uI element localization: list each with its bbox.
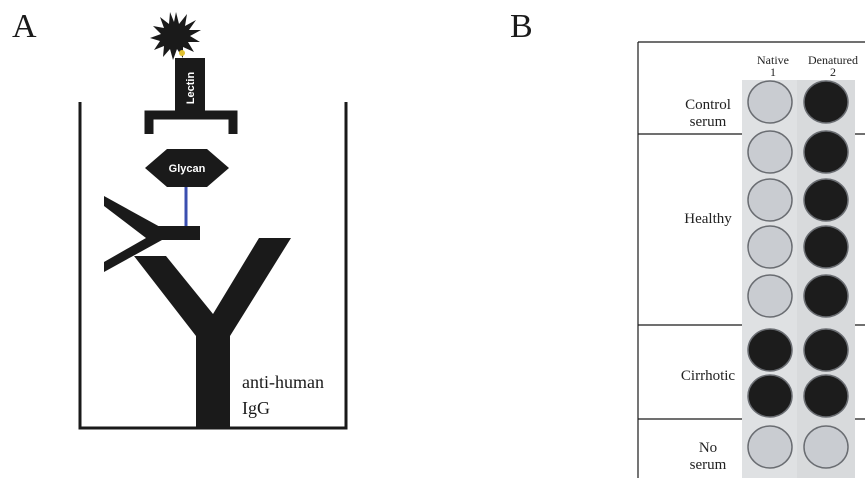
antigen-arm bbox=[158, 226, 200, 240]
well-dark bbox=[747, 374, 793, 418]
antibody-label-line2: IgG bbox=[242, 398, 270, 418]
well-dark bbox=[803, 178, 849, 222]
wells-group bbox=[747, 80, 849, 469]
elisa-schematic: Lectin Glycan bbox=[78, 12, 348, 430]
well-dark bbox=[803, 80, 849, 124]
column-1-name: Native bbox=[757, 53, 789, 67]
panel-a-letter: A bbox=[12, 8, 37, 45]
detection-star-icon bbox=[150, 12, 201, 60]
well-light bbox=[747, 130, 793, 174]
well-dark bbox=[747, 328, 793, 372]
lectin-bracket bbox=[144, 110, 238, 134]
row-label-noserum-line2: serum bbox=[689, 457, 727, 473]
well-light bbox=[803, 425, 849, 469]
well-plate-figure bbox=[637, 41, 865, 478]
row-label-control-serum: Control serum bbox=[666, 97, 750, 131]
star-tip-icon bbox=[179, 50, 185, 56]
column-2-number: 2 bbox=[830, 65, 836, 79]
well-dark bbox=[803, 274, 849, 318]
lectin-body bbox=[175, 58, 205, 114]
column-1-number: 1 bbox=[770, 65, 776, 79]
well-light bbox=[747, 80, 793, 124]
lectin-label: Lectin bbox=[185, 72, 197, 105]
well-light bbox=[747, 178, 793, 222]
column-2-name: Denatured bbox=[808, 53, 858, 67]
capture-antibody bbox=[134, 238, 291, 428]
panel-b-letter: B bbox=[510, 8, 533, 45]
glycan-label: Glycan bbox=[169, 163, 206, 175]
well-light bbox=[747, 274, 793, 318]
well-dark bbox=[803, 130, 849, 174]
well-light bbox=[747, 225, 793, 269]
row-label-no-serum: No serum bbox=[666, 440, 750, 474]
column-header-denatured: Denatured 2 bbox=[801, 54, 865, 78]
row-label-control-line1: Control bbox=[685, 97, 731, 113]
row-label-control-line2: serum bbox=[689, 114, 727, 130]
row-label-cirrhotic-line1: Cirrhotic bbox=[680, 368, 736, 384]
well-dark bbox=[803, 374, 849, 418]
row-label-cirrhotic: Cirrhotic bbox=[666, 368, 750, 385]
row-label-healthy: Healthy bbox=[666, 211, 750, 228]
row-label-noserum-line1: No bbox=[698, 440, 718, 456]
well-dark bbox=[803, 328, 849, 372]
well-dark bbox=[803, 225, 849, 269]
column-header-native: Native 1 bbox=[747, 54, 799, 78]
antigen-fragment bbox=[104, 196, 162, 272]
glycan-diamond bbox=[145, 149, 229, 187]
row-label-healthy-line1: Healthy bbox=[684, 211, 732, 227]
antibody-label-line1: anti-human bbox=[242, 372, 324, 392]
well-light bbox=[747, 425, 793, 469]
